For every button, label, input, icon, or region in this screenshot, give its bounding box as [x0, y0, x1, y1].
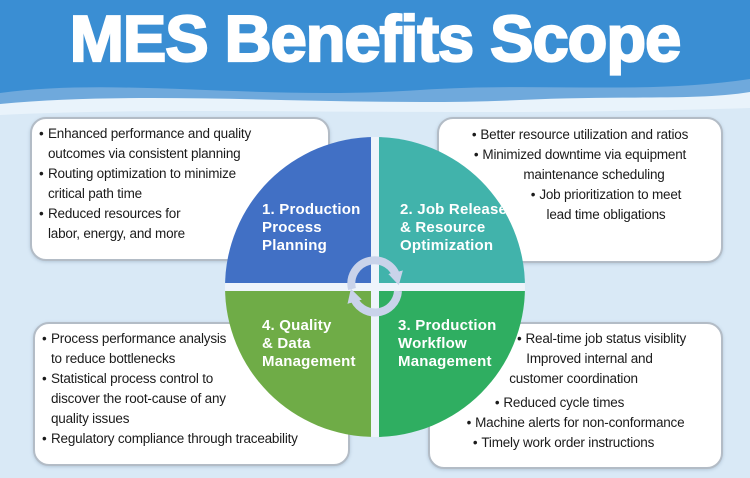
bullet-text: Statistical process control to	[51, 371, 214, 386]
bullet-icon: •	[42, 331, 47, 346]
bullet-text: lead time obligations	[546, 207, 666, 222]
wave-body-band	[0, 108, 750, 119]
bullet-line: discover the root-cause of any	[42, 389, 341, 409]
bullet-icon: •	[471, 127, 477, 142]
bullet-line: • Regulatory compliance through traceabil…	[42, 429, 341, 449]
bullet-text: customer coordination	[509, 371, 638, 386]
bullet-line: •Reduced cycle times	[421, 393, 698, 413]
bullet-icon: •	[530, 187, 536, 202]
bullet-line: to reduce bottlenecks	[42, 349, 341, 369]
bullet-text: Machine alerts for non-conformance	[475, 415, 685, 430]
bullet-line: lead time obligations	[472, 205, 740, 225]
bullet-line: • Enhanced performance and quality	[39, 124, 321, 144]
bullet-text: Real-time job status visiblity	[525, 331, 687, 346]
bullet-line: outcomes via consistent planning	[39, 144, 321, 164]
bullet-text: quality issues	[51, 411, 130, 426]
bullet-line: • Reduced resources for	[39, 204, 321, 224]
quadrant-label-1: 1. Production Process Planning	[262, 201, 361, 254]
bullet-text: Routing optimization to minimize	[48, 166, 236, 181]
bullet-text: discover the root-cause of any	[51, 391, 226, 406]
bullet-icon: •	[39, 126, 44, 141]
benefits-cycle-diagram: 1. Production Process Planning 2. Job Re…	[225, 137, 525, 437]
bullet-line: maintenance scheduling	[460, 165, 728, 185]
quadrant-gap-horizontal	[225, 283, 525, 291]
wave-decoration	[0, 79, 750, 119]
bullet-line: •Machine alerts for non-conformance	[437, 413, 714, 433]
bullet-text: critical path time	[48, 186, 142, 201]
bullet-icon: •	[473, 147, 479, 162]
bullet-icon: •	[494, 395, 500, 410]
page-title: MES Benefits Scope	[69, 1, 683, 76]
bullet-icon: •	[39, 166, 44, 181]
bullet-line: Improved internal and	[451, 349, 728, 369]
bullet-text: to reduce bottlenecks	[51, 351, 176, 366]
quadrant-quality-data-management: 4. Quality & Data Management	[225, 291, 371, 437]
bullet-line: labor, energy, and more	[39, 224, 321, 244]
bullet-line: •Better resource utilization and ratios	[446, 125, 714, 145]
bullet-text: maintenance scheduling	[523, 167, 665, 182]
bullet-line: •Job prioritization to meet	[472, 185, 740, 205]
bullet-text: outcomes via consistent planning	[48, 146, 241, 161]
quadrant-label-2: 2. Job Release & Resource Optimization	[400, 201, 508, 254]
bullet-line: quality issues	[42, 409, 341, 429]
bullet-icon: •	[42, 371, 47, 386]
quadrant-label-4: 4. Quality & Data Management	[262, 317, 356, 370]
bullet-text: Enhanced performance and quality	[48, 126, 251, 141]
cycle-arrows-icon	[347, 256, 403, 317]
bullet-line: •Timely work order instructions	[425, 433, 702, 453]
bullet-line: •Minimized downtime via equipment	[446, 145, 714, 165]
bullet-icon: •	[39, 206, 44, 221]
bullet-text: Timely work order instructions	[481, 435, 655, 450]
benefits-box-production-planning: • Enhanced performance and quality outcome…	[30, 117, 330, 261]
bullet-icon: •	[472, 435, 478, 450]
bullet-line: •Real-time job status visiblity	[463, 329, 740, 349]
bullet-text: Improved internal and	[526, 351, 653, 366]
bullet-text: Job prioritization to meet	[539, 187, 682, 202]
bullet-line: customer coordination	[435, 369, 712, 389]
bullet-icon: •	[42, 431, 47, 446]
header-banner: MES Benefits Scope	[0, 0, 750, 119]
bullet-text: Minimized downtime via equipment	[482, 147, 687, 162]
bullet-text: Reduced resources for	[48, 206, 181, 221]
bullet-text: labor, energy, and more	[48, 226, 185, 241]
bullet-text: Reduced cycle times	[503, 395, 625, 410]
bullet-icon: •	[516, 331, 522, 346]
bullet-line: • Process performance analysis	[42, 329, 341, 349]
bullet-text: Better resource utilization and ratios	[480, 127, 689, 142]
benefits-box-quality-data: • Process performance analysis to reduce b…	[33, 322, 350, 466]
quadrant-label-3: 3. Production Workflow Management	[398, 317, 497, 370]
bullet-text: Process performance analysis	[51, 331, 227, 346]
bullet-line: critical path time	[39, 184, 321, 204]
bullet-icon: •	[466, 415, 472, 430]
bullet-line: • Routing optimization to minimize	[39, 164, 321, 184]
bullet-line: • Statistical process control to	[42, 369, 341, 389]
bullet-text: Regulatory compliance through traceabili…	[51, 431, 298, 446]
